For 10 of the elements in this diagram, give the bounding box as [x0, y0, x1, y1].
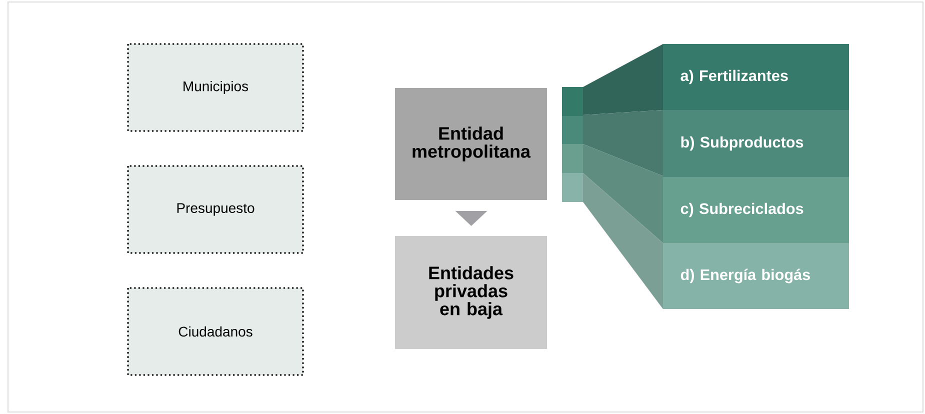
triangle-arrow [455, 210, 488, 226]
category-band: c) Subreciclados [663, 177, 849, 243]
process-box: Entidad metropolitana [395, 88, 547, 200]
dotted-box: Presupuesto [127, 165, 304, 254]
category-band: b) Subproductos [663, 110, 849, 177]
category-band: a) Fertilizantes [663, 44, 849, 110]
category-band: d) Energía biogás [663, 243, 849, 309]
dotted-box: Ciudadanos [127, 287, 304, 376]
dotted-box: Municipios [127, 43, 304, 132]
process-box: Entidades privadas en baja [395, 236, 547, 349]
